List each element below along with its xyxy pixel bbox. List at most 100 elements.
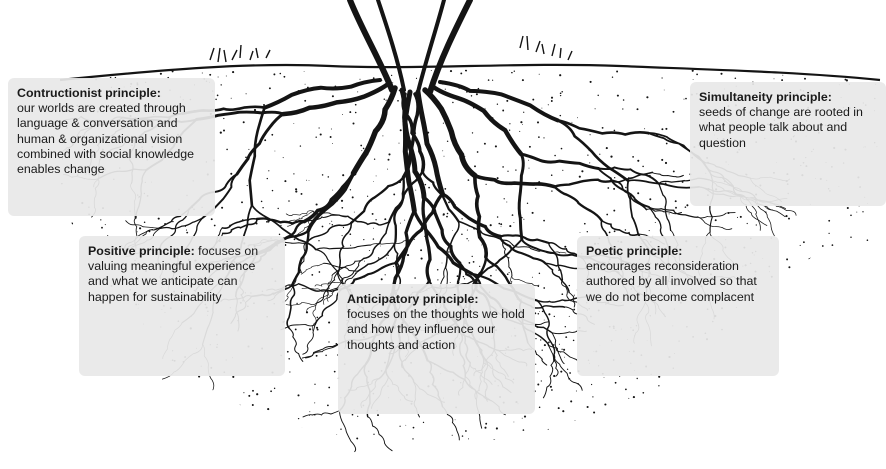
soil-speckle bbox=[612, 77, 613, 78]
soil-speckle bbox=[342, 174, 344, 176]
soil-speckle bbox=[377, 414, 379, 416]
soil-speckle bbox=[448, 251, 450, 253]
soil-speckle bbox=[256, 393, 258, 395]
soil-speckle bbox=[386, 258, 387, 259]
soil-speckle bbox=[791, 416, 792, 417]
soil-speckle bbox=[137, 231, 138, 232]
soil-speckle bbox=[794, 292, 795, 293]
soil-speckle bbox=[520, 121, 522, 123]
positive-principle-title: Positive principle: bbox=[88, 244, 195, 258]
soil-speckle bbox=[774, 78, 775, 79]
soil-speckle bbox=[404, 220, 405, 221]
soil-speckle bbox=[501, 226, 502, 227]
soil-speckle bbox=[592, 396, 593, 397]
soil-speckle bbox=[443, 123, 444, 124]
soil-speckle bbox=[327, 405, 329, 407]
soil-speckle bbox=[240, 434, 242, 436]
soil-speckle bbox=[613, 210, 615, 212]
soil-speckle bbox=[577, 435, 579, 437]
soil-speckle bbox=[587, 154, 588, 155]
soil-speckle bbox=[74, 381, 75, 382]
soil-speckle bbox=[590, 81, 592, 83]
root-branch bbox=[290, 329, 303, 362]
soil-speckle bbox=[537, 121, 539, 123]
soil-speckle bbox=[364, 261, 365, 262]
soil-speckle bbox=[860, 71, 862, 73]
soil-speckle bbox=[496, 427, 498, 429]
soil-speckle bbox=[81, 419, 83, 421]
soil-speckle bbox=[723, 401, 725, 403]
soil-speckle bbox=[856, 350, 858, 352]
soil-speckle bbox=[655, 222, 656, 223]
soil-speckle bbox=[685, 98, 687, 100]
soil-speckle bbox=[378, 257, 379, 258]
soil-speckle bbox=[762, 430, 763, 431]
soil-speckle bbox=[105, 224, 106, 225]
soil-speckle bbox=[51, 434, 53, 436]
soil-speckle bbox=[537, 383, 539, 385]
soil-speckle bbox=[644, 128, 645, 129]
soil-speckle bbox=[779, 303, 781, 305]
soil-speckle bbox=[223, 118, 224, 119]
root-branch bbox=[475, 176, 555, 187]
soil-speckle bbox=[855, 332, 856, 333]
soil-speckle bbox=[523, 112, 524, 113]
soil-speckle bbox=[69, 229, 70, 230]
soil-speckle bbox=[330, 295, 331, 296]
soil-speckle bbox=[846, 409, 848, 411]
soil-speckle bbox=[158, 218, 160, 220]
soil-speckle bbox=[156, 398, 157, 399]
soil-speckle bbox=[266, 221, 268, 223]
soil-speckle bbox=[301, 443, 303, 445]
soil-speckle bbox=[561, 148, 563, 150]
soil-speckle bbox=[252, 390, 254, 392]
soil-speckle bbox=[56, 416, 58, 418]
soil-speckle bbox=[800, 355, 801, 356]
soil-speckle bbox=[49, 447, 50, 448]
soil-speckle bbox=[442, 150, 443, 151]
soil-speckle bbox=[445, 89, 446, 90]
soil-speckle bbox=[781, 79, 783, 81]
soil-speckle bbox=[272, 190, 273, 191]
soil-speckle bbox=[669, 213, 670, 214]
soil-speckle bbox=[548, 104, 549, 105]
soil-speckle bbox=[139, 227, 141, 229]
soil-speckle bbox=[478, 88, 479, 89]
soil-speckle bbox=[407, 254, 409, 256]
soil-speckle bbox=[268, 170, 269, 171]
soil-speckle bbox=[535, 364, 536, 365]
soil-speckle bbox=[801, 328, 803, 330]
soil-speckle bbox=[43, 350, 45, 352]
soil-speckle bbox=[59, 337, 60, 338]
soil-speckle bbox=[477, 151, 479, 153]
soil-speckle bbox=[469, 262, 471, 264]
soil-speckle bbox=[728, 378, 730, 380]
soil-speckle bbox=[822, 245, 824, 247]
soil-speckle bbox=[465, 430, 467, 432]
soil-speckle bbox=[298, 418, 299, 419]
soil-speckle bbox=[861, 342, 863, 344]
soil-speckle bbox=[544, 320, 545, 321]
soil-speckle bbox=[495, 448, 497, 450]
root-branch bbox=[257, 219, 305, 224]
soil-speckle bbox=[58, 422, 59, 423]
soil-speckle bbox=[318, 127, 319, 128]
soil-speckle bbox=[270, 390, 272, 392]
soil-speckle bbox=[400, 223, 401, 224]
soil-speckle bbox=[565, 336, 567, 338]
soil-speckle bbox=[328, 176, 330, 178]
soil-speckle bbox=[792, 370, 794, 372]
soil-speckle bbox=[497, 177, 499, 179]
root-branch bbox=[555, 187, 602, 221]
soil-speckle bbox=[316, 327, 318, 329]
root-branch bbox=[364, 222, 390, 258]
soil-speckle bbox=[495, 145, 497, 147]
soil-speckle bbox=[78, 384, 80, 386]
soil-speckle bbox=[787, 347, 788, 348]
soil-speckle bbox=[850, 215, 852, 217]
soil-speckle bbox=[664, 90, 665, 91]
soil-speckle bbox=[315, 136, 316, 137]
soil-speckle bbox=[584, 223, 586, 225]
soil-speckle bbox=[265, 432, 266, 433]
soil-speckle bbox=[718, 445, 720, 447]
